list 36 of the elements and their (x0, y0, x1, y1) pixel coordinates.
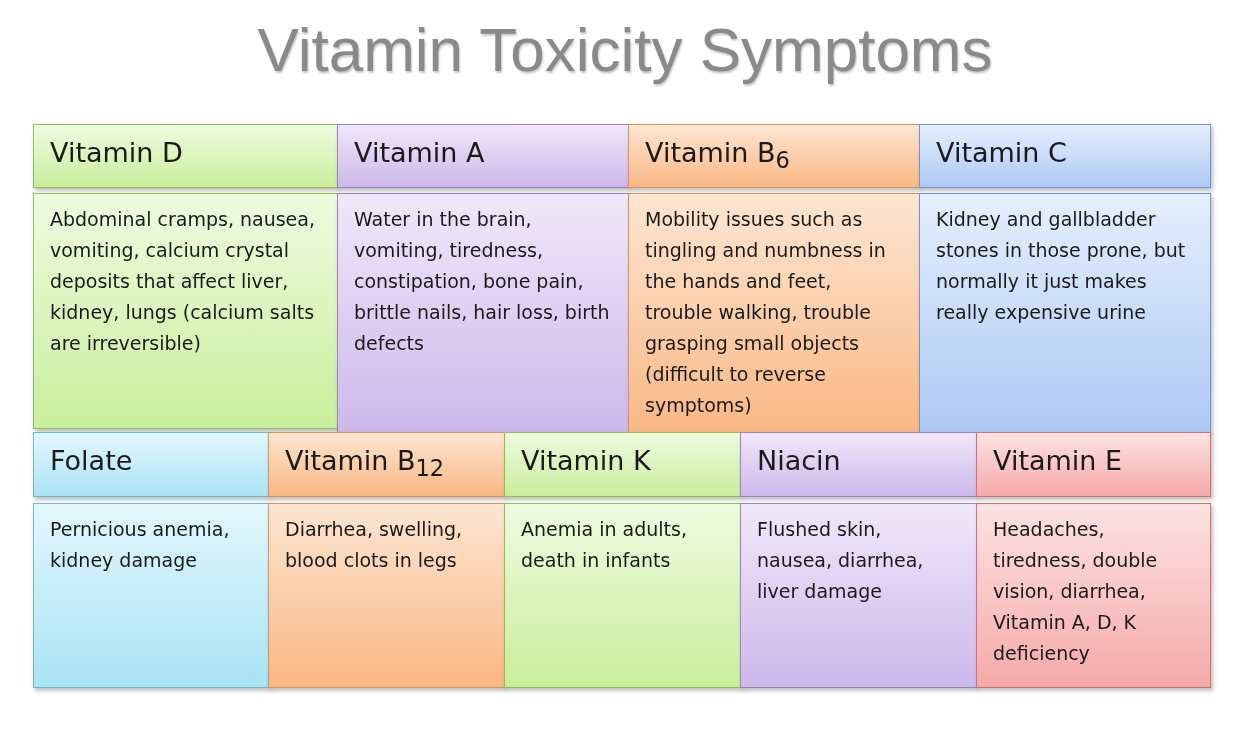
symptom-box (268, 503, 505, 688)
header-box (337, 124, 629, 188)
symptom-text: Water in the brain, vomiting, tiredness, constipation, bone pain, brittle nails, hair loss, birth defects (354, 207, 611, 356)
header-box (976, 432, 1211, 497)
header-box (628, 124, 920, 188)
title: Vitamin Toxicity Symptoms (257, 14, 993, 85)
symptom-text: Abdominal cramps, nausea, vomiting, calcium crystal deposits that affect liver, kidney, lungs (calcium salts are irreversible) (50, 207, 316, 356)
symptom-box (740, 503, 977, 688)
vitamin-name: Vitamin B$_{12}$ (285, 444, 446, 484)
header-box (919, 124, 1211, 188)
vitamin-name: Vitamin E (993, 444, 1124, 478)
symptom-text: Flushed skin, nausea, diarrhea, liver damage (757, 517, 925, 604)
vitamin-name: Vitamin K (521, 444, 652, 478)
vitamin-name: Vitamin B$_{6}$ (645, 136, 791, 176)
header-box (33, 124, 338, 188)
symptom-text: Headaches, tiredness, double vision, diarrhea, Vitamin A, D, K deficiency (993, 517, 1159, 666)
header-box (504, 432, 741, 497)
symptom-text: Anemia in adults, death in infants (521, 517, 688, 573)
vitamin-name: Vitamin D (50, 136, 184, 170)
symptom-text: Mobility issues such as tingling and numbness in the hands and feet, trouble walking, trouble grasping small objects (difficult to reverse symptoms) (645, 207, 887, 418)
vitamin-name: Niacin (757, 444, 842, 478)
header-box (268, 432, 505, 497)
symptom-box (337, 193, 629, 433)
symptom-box (33, 193, 338, 429)
vitamin-name: Vitamin C (936, 136, 1068, 170)
header-box (740, 432, 977, 497)
symptom-text: Diarrhea, swelling, blood clots in legs (285, 517, 464, 573)
symptom-box (976, 503, 1211, 688)
symptom-text: Kidney and gallbladder stones in those prone, but normally it just makes really expensive urine (936, 207, 1187, 325)
vitamin-name: Folate (50, 444, 134, 478)
header-box (33, 432, 269, 497)
symptom-box (33, 503, 269, 688)
symptom-box (504, 503, 741, 688)
symptom-text: Pernicious anemia, kidney damage (50, 517, 231, 573)
symptom-box (919, 193, 1211, 433)
vitamin-name: Vitamin A (354, 136, 486, 170)
